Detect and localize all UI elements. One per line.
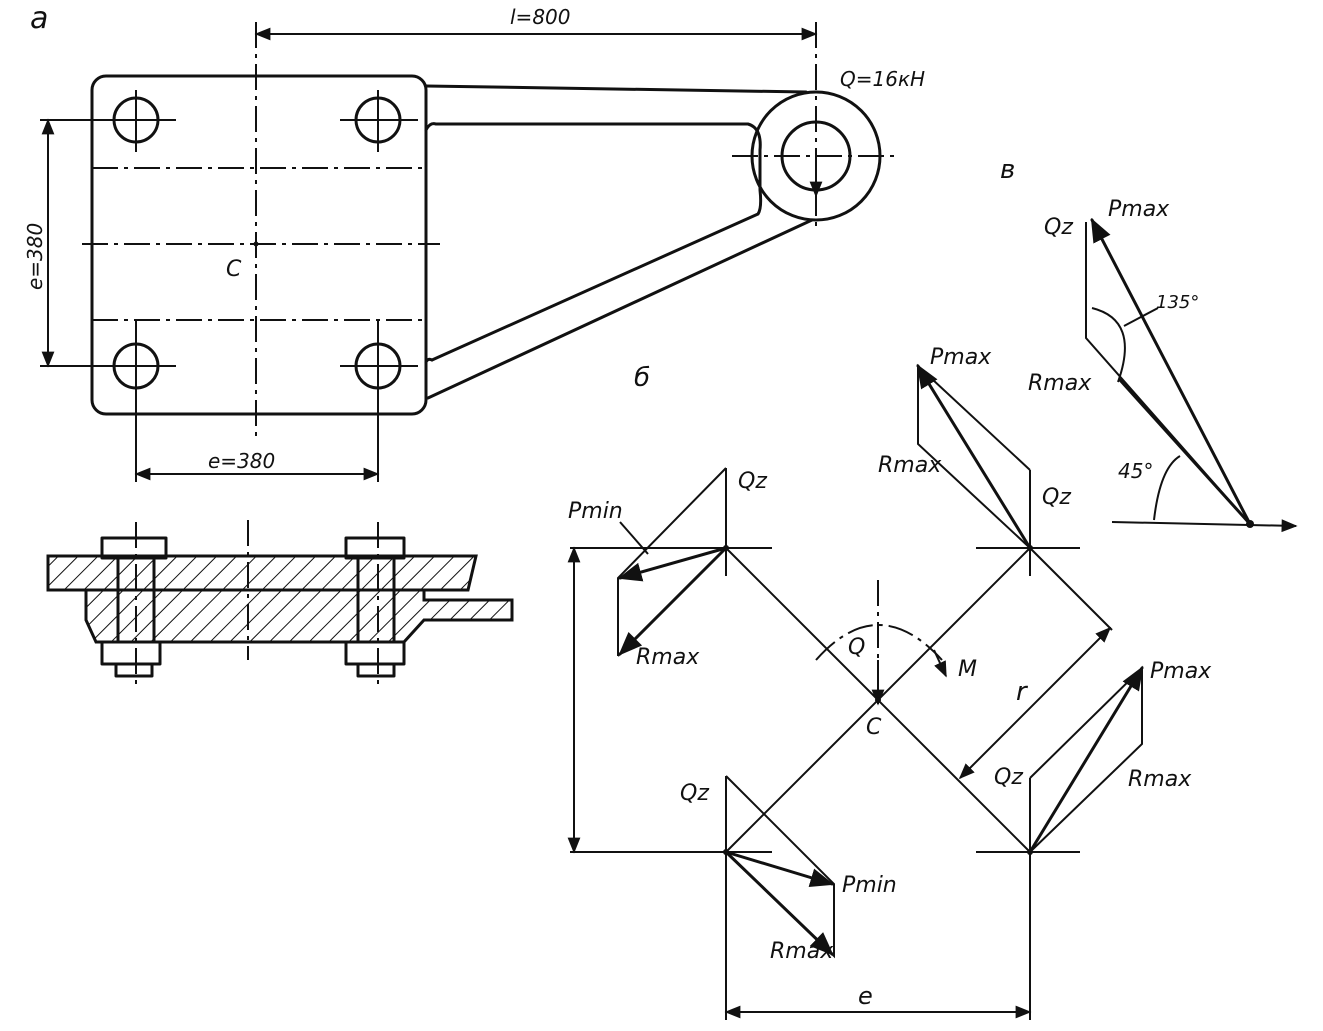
center-label-c: C bbox=[226, 257, 242, 282]
panel-label-a: а bbox=[30, 1, 48, 36]
load-q-label: Q bbox=[848, 635, 865, 660]
load-label: Q=16кН bbox=[840, 67, 925, 91]
bolt-forces-top-right: Qz Pmax Rmax bbox=[878, 345, 1071, 550]
joint-section bbox=[46, 520, 514, 684]
vertical-spacing-dimension: e=380 bbox=[23, 223, 47, 290]
angle-135-label: 135° bbox=[1156, 292, 1199, 313]
bolt-forces-bottom-left: Qz Pmin Rmax bbox=[680, 775, 897, 964]
bracket-arm bbox=[424, 84, 814, 400]
force-diagram: Q M C r e Qz Pmin Rmax bbox=[567, 345, 1212, 1020]
top-plate bbox=[46, 554, 478, 592]
radius-label: r bbox=[1016, 677, 1029, 707]
length-dimension: l=800 bbox=[510, 5, 571, 29]
horizontal-spacing-dimension: e=380 bbox=[208, 449, 275, 473]
qz-label: Qz bbox=[1042, 485, 1071, 510]
bottom-plate bbox=[84, 588, 514, 644]
center-label: C bbox=[866, 715, 882, 740]
pmax-label: Pmax bbox=[1108, 197, 1170, 222]
qz-label: Qz bbox=[680, 781, 709, 806]
pmax-label: Pmax bbox=[930, 345, 992, 370]
spacing-label: e bbox=[858, 982, 873, 1010]
rmax-label: Rmax bbox=[1028, 371, 1092, 396]
angle-45-label: 45° bbox=[1118, 459, 1153, 483]
rmax-label: Rmax bbox=[770, 939, 834, 964]
bolt-forces-bottom-right: Qz Pmax Rmax bbox=[994, 659, 1212, 854]
bolt-nut bbox=[344, 640, 406, 666]
pmin-label: Pmin bbox=[842, 873, 897, 898]
rmax-label: Rmax bbox=[1128, 767, 1192, 792]
panel-label-b: б bbox=[634, 363, 650, 393]
moment-label: M bbox=[958, 657, 977, 682]
pmin-label: Pmin bbox=[568, 499, 623, 524]
bolt-nut bbox=[100, 640, 162, 666]
rmax-label: Rmax bbox=[878, 453, 942, 478]
qz-label: Qz bbox=[738, 469, 767, 494]
panel-label-v: в bbox=[1000, 155, 1015, 185]
rmax-label: Rmax bbox=[636, 645, 700, 670]
qz-label: Qz bbox=[1044, 215, 1073, 240]
qz-label: Qz bbox=[994, 765, 1023, 790]
vector-triangle: Qz Pmax Rmax 135° 45° bbox=[1028, 197, 1298, 533]
pmax-label: Pmax bbox=[1150, 659, 1212, 684]
bracket-plan: l=800 Q=16кН C e=380 e=380 bbox=[23, 5, 925, 482]
bolt-forces-top-left: Qz Pmin Rmax bbox=[568, 467, 767, 670]
